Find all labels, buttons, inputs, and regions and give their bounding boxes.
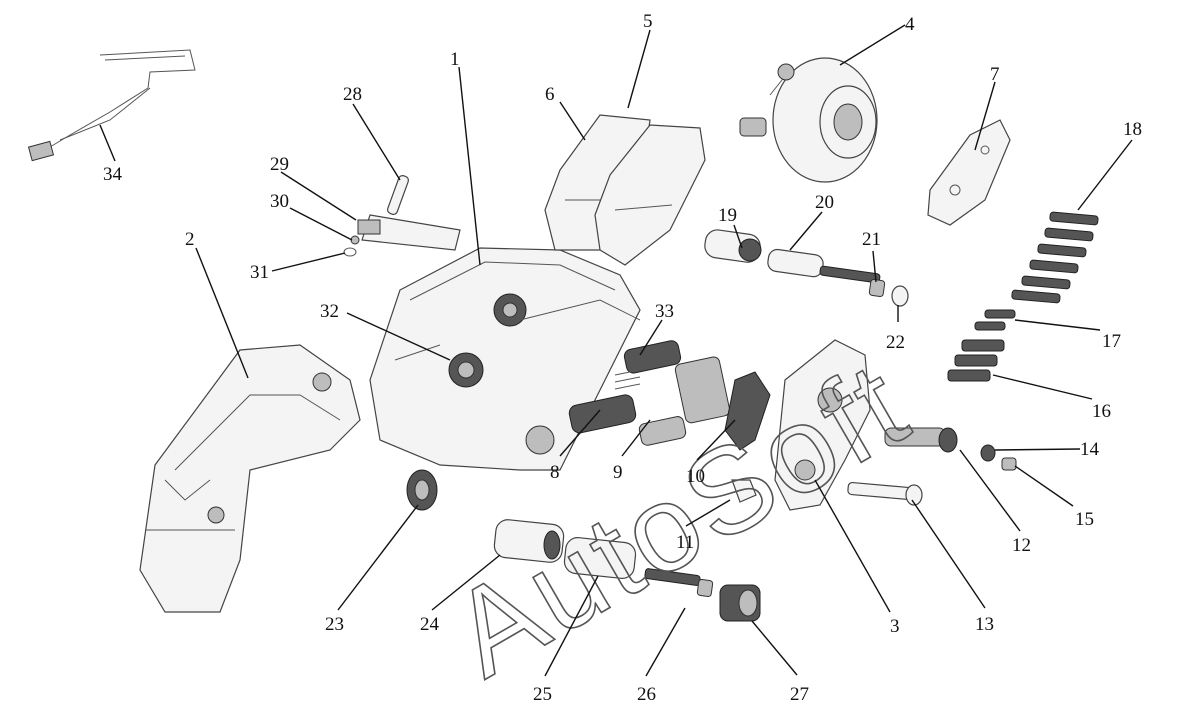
label-24: 24 (420, 614, 440, 635)
label-5: 5 (643, 11, 653, 32)
label-12: 12 (1012, 535, 1031, 556)
label-10: 10 (686, 466, 705, 487)
label-30: 30 (270, 191, 289, 212)
part-adjuster-screw (847, 481, 923, 506)
label-7: 7 (990, 64, 1000, 85)
label-3: 3 (890, 616, 900, 637)
label-1: 1 (450, 49, 460, 70)
label-22: 22 (886, 332, 905, 353)
label-21: 21 (862, 229, 881, 250)
part-pad-retainer (357, 214, 461, 251)
label-8: 8 (550, 462, 560, 483)
label-25: 25 (533, 684, 552, 705)
part-boot-cap (719, 584, 761, 622)
label-6: 6 (545, 84, 555, 105)
label-9: 9 (613, 462, 623, 483)
label-17: 17 (1102, 331, 1121, 352)
part-adjuster-mechanism (568, 340, 731, 446)
label-19: 19 (718, 205, 737, 226)
label-34: 34 (103, 164, 123, 185)
label-31: 31 (250, 262, 269, 283)
label-15: 15 (1075, 509, 1094, 530)
label-29: 29 (270, 154, 289, 175)
part-brake-chamber (739, 57, 878, 183)
part-caliper-housing (369, 247, 641, 471)
part-brake-pad-outer (594, 124, 706, 266)
leader-lines (99, 24, 1133, 677)
part-cover-plate (774, 339, 871, 511)
label-23: 23 (325, 614, 344, 635)
label-11: 11 (676, 532, 694, 553)
part-clip (350, 235, 360, 245)
part-caliper-carrier (139, 344, 361, 613)
label-14: 14 (1080, 439, 1100, 460)
part-bolts-medium (947, 339, 1005, 382)
label-18: 18 (1123, 119, 1142, 140)
part-wear-sensor-cable (27, 49, 196, 162)
part-bolts-long (1011, 211, 1099, 304)
part-bracket-plate (927, 119, 1011, 226)
part-sleeve (493, 519, 565, 563)
label-2: 2 (185, 229, 195, 250)
part-guide-pin-set (704, 229, 909, 307)
part-bushing (563, 537, 637, 579)
label-28: 28 (343, 84, 362, 105)
label-26: 26 (637, 684, 656, 705)
part-lever (724, 371, 771, 503)
part-cap (1001, 457, 1017, 471)
label-16: 16 (1092, 401, 1111, 422)
part-seal (406, 469, 438, 511)
part-bolts-short (974, 309, 1016, 331)
label-4: 4 (905, 14, 915, 35)
label-13: 13 (975, 614, 994, 635)
label-33: 33 (655, 301, 674, 322)
part-circlip (343, 247, 357, 257)
callout-labels: 1 2 3 4 5 6 7 8 9 10 11 12 13 14 15 16 1… (103, 11, 1142, 705)
label-32: 32 (320, 301, 339, 322)
part-adjuster-shaft (884, 427, 958, 453)
part-guide-bolt (644, 568, 714, 598)
label-27: 27 (790, 684, 809, 705)
part-washer (980, 444, 996, 462)
part-retaining-pin (386, 175, 410, 215)
label-20: 20 (815, 192, 834, 213)
